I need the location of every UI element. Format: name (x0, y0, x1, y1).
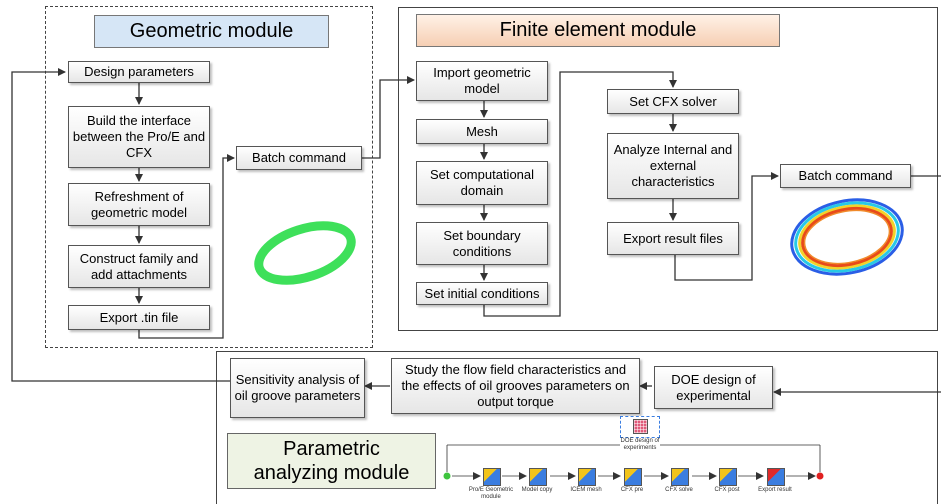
cfx-solve-node-icon[interactable] (671, 468, 689, 486)
construct-family-box: Construct family and add attachments (68, 245, 210, 288)
cfx-post-label: CFX post (714, 487, 740, 493)
build-interface-box: Build the interface between the Pro/E an… (68, 106, 210, 168)
finite-element-module-title: Finite element module (416, 14, 780, 47)
set-cfx-solver-box: Set CFX solver (607, 89, 739, 114)
cfx-pre-node-icon[interactable] (624, 468, 642, 486)
geometric-module-title: Geometric module (94, 15, 329, 48)
refreshment-box: Refreshment of geometric model (68, 183, 210, 226)
set-boundary-conditions-box: Set boundary conditions (416, 222, 548, 265)
finite-element-module (398, 7, 938, 331)
geometric-module (45, 6, 373, 348)
doe-node-label: DOE design of experiments (620, 438, 660, 451)
export-result-node-icon[interactable] (767, 468, 785, 486)
model-copy-label: Model copy (521, 487, 553, 493)
import-geometric-model-box: Import geometric model (416, 61, 548, 101)
proe-geometric-node-icon[interactable] (483, 468, 501, 486)
cfx-post-node-icon[interactable] (719, 468, 737, 486)
set-initial-conditions-box: Set initial conditions (416, 282, 548, 305)
icem-mesh-node-icon[interactable] (578, 468, 596, 486)
set-computational-domain-box: Set computational domain (416, 161, 548, 205)
workflow-start-node (443, 472, 451, 480)
batch-command-box-2: Batch command (780, 164, 911, 188)
batch-command-box-1: Batch command (236, 146, 362, 170)
study-flow-field-box: Study the flow field characteristics and… (391, 358, 640, 414)
model-copy-node-icon[interactable] (529, 468, 547, 486)
cfx-pre-label: CFX pre (620, 487, 644, 493)
geometry-ring-icon (254, 221, 356, 285)
workflow-end-node (816, 472, 824, 480)
mesh-box: Mesh (416, 119, 548, 144)
sensitivity-analysis-box: Sensitivity analysis of oil groove param… (230, 358, 365, 418)
proe-node-label: Pro/E Geometric module (468, 487, 514, 500)
parametric-module (216, 351, 938, 504)
analyze-characteristics-box: Analyze Internal and external characteri… (607, 133, 739, 199)
doe-node-icon[interactable] (620, 416, 660, 438)
cfd-result-ring-icon (790, 198, 904, 276)
doe-design-box: DOE design of experimental (654, 366, 773, 409)
cfx-solve-label: CFX solve (665, 487, 693, 493)
export-result-files-box: Export result files (607, 222, 739, 255)
export-tin-box: Export .tin file (68, 305, 210, 330)
design-parameters-box: Design parameters (68, 61, 210, 83)
export-result-label: Export result (758, 487, 792, 493)
parametric-module-title: Parametric analyzing module (227, 433, 436, 489)
icem-mesh-label: ICEM mesh (570, 487, 602, 493)
